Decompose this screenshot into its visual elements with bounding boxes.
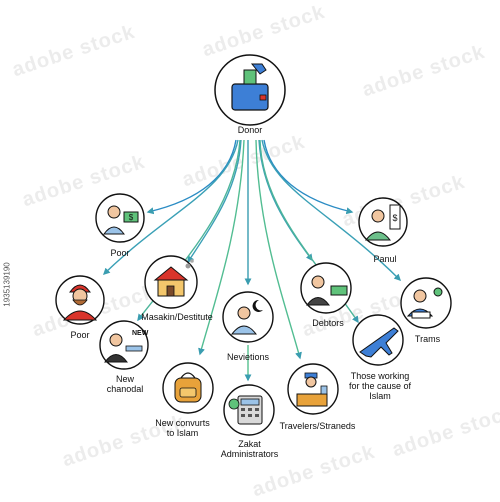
svg-text:NEW: NEW (132, 330, 149, 337)
reading-person-icon (406, 287, 443, 319)
node-nevietions (222, 291, 274, 343)
node-poor-1: $ (95, 193, 145, 243)
label-new-chanodal: New chanodal (106, 374, 144, 394)
crescent-person-icon (230, 299, 263, 335)
arrow-to-poor2 (102, 139, 239, 275)
broken-house-icon (153, 259, 194, 297)
node-debtors (300, 262, 352, 314)
arrow-to-debtors (258, 139, 313, 262)
donation-box-icon (231, 63, 269, 111)
label-poor-2: Poor (70, 330, 90, 340)
label-travelers: Travelers/Straneds (279, 421, 356, 431)
person-money-sign-icon: $ (364, 204, 401, 241)
airplane-icon (359, 327, 399, 358)
node-zakat-admin (223, 384, 275, 436)
poor-person-money-icon: $ (103, 205, 139, 235)
arrow-to-trams (261, 139, 401, 281)
node-masakin (144, 255, 198, 309)
label-donor: Donor (237, 125, 263, 135)
node-poor-2 (55, 275, 105, 325)
label-debtors: Debtors (312, 318, 344, 328)
node-new-convurts (162, 362, 214, 414)
node-cause-islam (352, 314, 404, 366)
debtor-cash-icon (306, 275, 348, 306)
arrow-to-new-convurts (198, 139, 245, 356)
arrow-to-travelers (255, 139, 302, 360)
label-nevietions: Nevietions (226, 352, 270, 362)
node-trams (400, 277, 452, 329)
new-convert-person-icon: NEW (104, 330, 149, 363)
label-zakat-admin: Zakat Administrators (220, 439, 279, 459)
node-travelers (287, 363, 339, 415)
label-panul: Panul (373, 254, 397, 264)
bearded-man-icon (62, 284, 98, 321)
label-cause-islam: Those working for the cause of Islam (348, 371, 412, 401)
node-new-chanodal: NEW (99, 320, 149, 370)
label-trams: Trams (414, 334, 441, 344)
calculator-icon (228, 395, 263, 425)
label-masakin: Masakin/Destitute (141, 312, 213, 322)
label-new-convurts: New convurts to Islam (155, 418, 210, 438)
label-poor-1: Poor (110, 248, 130, 258)
svg-text:$: $ (129, 213, 134, 222)
image-id: 1935139190 (2, 262, 12, 307)
flow-arrows (102, 139, 401, 382)
traveler-desk-icon (296, 372, 328, 407)
node-panul: $ (358, 197, 408, 247)
node-donor (214, 54, 286, 126)
svg-text:$: $ (392, 213, 397, 223)
arrow-to-poor (146, 139, 237, 215)
backpack-icon (174, 372, 202, 403)
arrow-to-masakin (187, 139, 242, 264)
arrow-to-panul (263, 139, 354, 215)
